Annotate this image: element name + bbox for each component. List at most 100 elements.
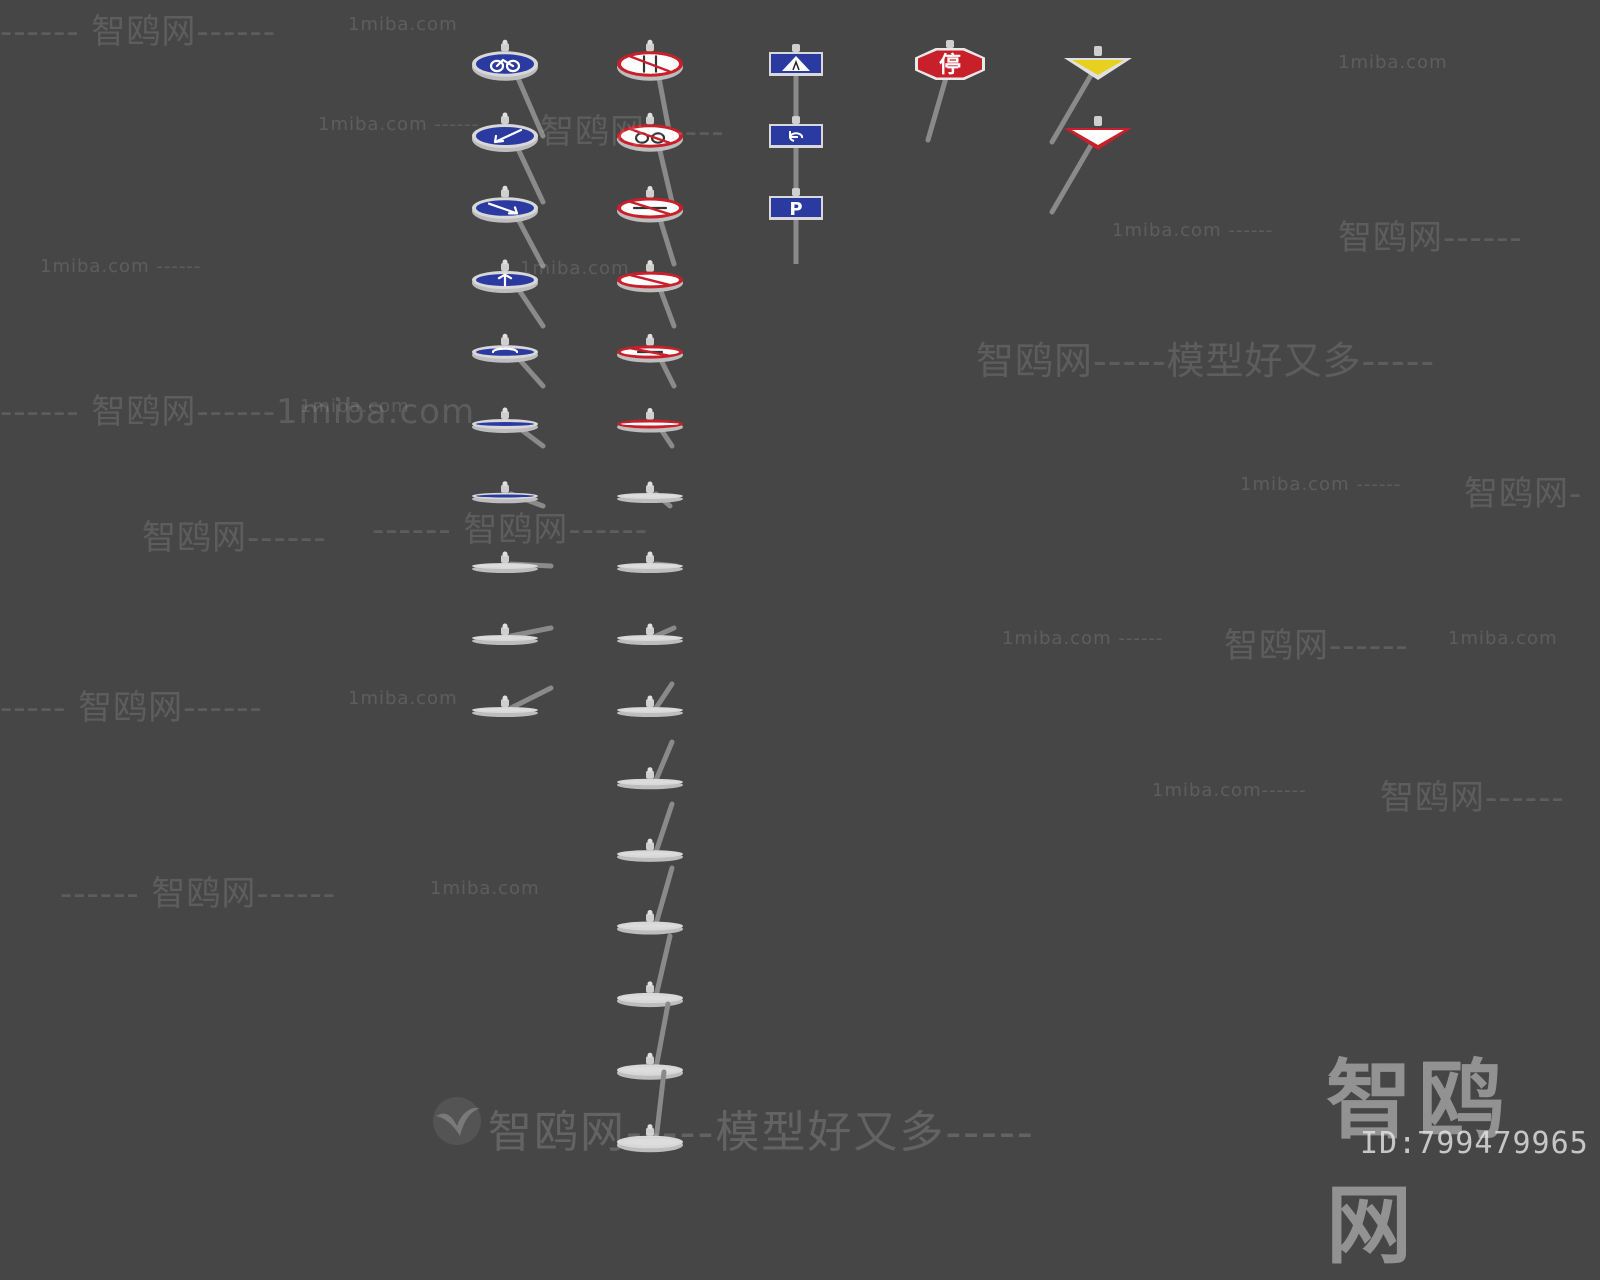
sign-pole	[653, 681, 675, 711]
sign-bracket	[646, 699, 654, 707]
sign-pole	[1049, 137, 1097, 215]
sign-bracket	[646, 263, 654, 272]
blank-sign	[617, 739, 683, 790]
bracket-bolt-icon	[502, 695, 508, 701]
sign-bracket	[501, 699, 509, 707]
blank-sign	[617, 1069, 683, 1153]
sign-bracket	[646, 842, 654, 851]
sign-face	[476, 422, 534, 426]
bracket-bolt-icon	[502, 481, 508, 487]
sign-symbol	[642, 55, 658, 73]
sign-pole	[653, 739, 675, 783]
sign-face	[621, 1067, 679, 1073]
sign-pole	[653, 1001, 671, 1071]
bracket-bolt-icon	[647, 112, 653, 118]
sign-bracket	[501, 337, 509, 346]
sign-face	[621, 852, 679, 856]
sign-model-stage: P停	[472, 39, 1132, 1153]
sign-face	[918, 50, 982, 78]
bracket-bolt-icon	[647, 695, 653, 701]
sign-face	[476, 200, 534, 216]
blank-sign	[472, 623, 554, 645]
prohibition-slash	[629, 200, 671, 216]
sign-bracket	[501, 263, 509, 271]
bracket-bolt-icon	[647, 333, 653, 339]
turn-right-down-sign	[472, 185, 546, 269]
bracket-bolt-icon	[502, 185, 508, 191]
watermark-text: 智鸥网------	[142, 518, 327, 558]
prohibition-slash	[629, 346, 671, 358]
sign-bracket	[792, 116, 800, 124]
watermark-text: ------ 智鸥网------	[60, 874, 337, 914]
sign-bracket	[646, 1127, 654, 1136]
sign-bracket	[646, 913, 654, 922]
watermark-text: 1miba.com	[1338, 52, 1448, 73]
watermark-text: 智鸥网-	[1464, 474, 1583, 514]
blank-sign	[617, 551, 683, 573]
parking-letter: P	[789, 199, 802, 220]
watermark-text: 1miba.com------	[1152, 780, 1307, 801]
watermark-text: 1miba.com	[300, 396, 410, 417]
blank-sign	[472, 551, 554, 573]
blank-sign	[617, 1001, 683, 1080]
bracket-bolt-icon	[647, 838, 653, 844]
blank-sign	[617, 623, 683, 645]
sign-bracket	[646, 485, 654, 493]
sign-bracket	[1094, 46, 1102, 56]
sign-face	[621, 780, 679, 784]
pedestrian-crossing-sign	[769, 44, 823, 124]
sign-face	[771, 126, 821, 145]
sign-bracket	[501, 627, 509, 635]
sign-symbol	[634, 132, 666, 144]
watermark-text: 智鸥网------	[1338, 218, 1523, 258]
bracket-bolt-icon	[647, 1124, 653, 1130]
sign-bracket	[646, 1056, 654, 1065]
sign-face	[476, 127, 534, 145]
parking-sign: P	[769, 188, 823, 264]
watermark-text: 1miba.com	[520, 258, 630, 279]
sign-pole	[653, 625, 677, 639]
sign-bracket	[946, 40, 954, 48]
bracket-bolt-icon	[647, 910, 653, 915]
watermark-text: 1miba.com	[1448, 628, 1558, 649]
bracket-bolt-icon	[647, 623, 653, 629]
sign-symbol	[487, 202, 519, 215]
watermark-text: ------ 智鸥网------	[0, 12, 277, 52]
blank-sign	[617, 933, 683, 1008]
sign-bracket	[646, 984, 654, 993]
sign-face	[621, 636, 679, 640]
sign-face	[476, 494, 534, 498]
sign-face	[771, 198, 821, 217]
sign-bracket	[501, 189, 509, 198]
sign-bracket	[501, 484, 509, 493]
sign-bracket	[646, 189, 654, 198]
no-two-way-traffic-sign	[617, 39, 683, 139]
watermark-text: 智鸥网-----模型好又多-----	[976, 339, 1436, 383]
sign-bracket	[646, 43, 654, 52]
accessible-sign	[769, 116, 823, 196]
sign-face	[476, 708, 534, 712]
no-bicycle-sign	[617, 112, 683, 205]
bracket-bolt-icon	[647, 39, 653, 45]
bracket-bolt-icon	[647, 767, 653, 773]
bracket-bolt-icon	[502, 333, 508, 339]
blank-sign	[617, 865, 683, 935]
stop-character: 停	[939, 52, 961, 78]
bracket-bolt-icon	[647, 260, 653, 266]
bracket-bolt-icon	[502, 39, 508, 45]
sign-bracket	[646, 555, 654, 563]
sign-face	[621, 422, 679, 426]
sign-bracket	[646, 116, 654, 125]
prohibition-slash	[629, 55, 671, 73]
watermark-text: 智鸥网------	[1380, 778, 1565, 818]
sign-pole	[653, 933, 673, 999]
watermark-text: 1miba.com ------	[318, 114, 480, 135]
wheelchair-icon	[789, 131, 804, 142]
blank-sign	[617, 801, 683, 862]
no-entry-vehicle-sign	[617, 186, 683, 267]
sign-face	[621, 494, 679, 498]
watermark-text: 1miba.com ------	[1112, 220, 1274, 241]
sign-pole	[653, 1069, 667, 1143]
no-motor-sign	[617, 408, 683, 449]
sign-pole	[508, 625, 554, 639]
